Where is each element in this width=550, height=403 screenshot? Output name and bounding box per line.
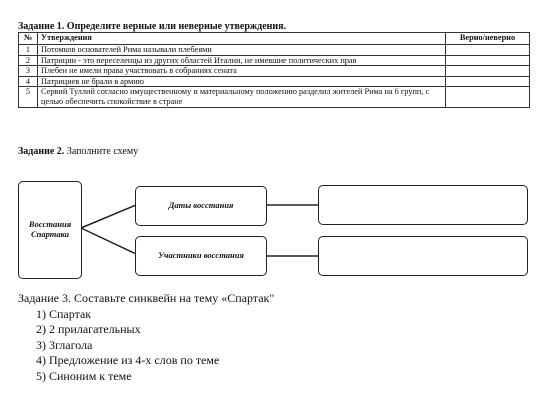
task3-section: Задание 3. Составьте синквейн на тему «С… bbox=[18, 291, 274, 384]
task2-title-bold: Задание 2. bbox=[18, 146, 65, 157]
list-item: 4) Предложение из 4-х слов по теме bbox=[36, 353, 220, 367]
task2-title-rest: Заполните схему bbox=[64, 146, 139, 157]
center-box: Восстания Спартака bbox=[18, 181, 82, 279]
statements-table: № Утверждения Верно/неверно 1 Потомков о… bbox=[18, 32, 530, 108]
list-item: 2) 2 прилагательных bbox=[36, 322, 141, 336]
table-row: 5 Сервий Туллий согласно имущественному … bbox=[18, 86, 530, 108]
dates-box-label: Даты восстания bbox=[168, 200, 234, 210]
list-item: 3) 3глагола bbox=[36, 337, 93, 352]
syncwine-list: 1) Спартак 2) 2 прилагательных 3) 3глаго… bbox=[18, 307, 274, 385]
participants-box-label: Участники восстания bbox=[158, 250, 244, 260]
dates-box: Даты восстания bbox=[135, 186, 267, 226]
center-box-label: Восстания Спартака bbox=[28, 219, 72, 239]
dates-answer-box[interactable] bbox=[318, 185, 528, 225]
task3-title: Задание 3. Составьте синквейн на тему «С… bbox=[18, 291, 275, 305]
task1-title: Задание 1. Определите верные или неверны… bbox=[18, 21, 287, 32]
connector-center-top bbox=[80, 204, 137, 229]
list-item: 1) Спартак bbox=[36, 306, 92, 321]
list-item: 5) Синоним к теме bbox=[36, 368, 132, 383]
task2-title: Задание 2. Заполните схему bbox=[18, 146, 138, 157]
participants-box: Участники восстания bbox=[135, 236, 267, 276]
row-answer-cell[interactable] bbox=[445, 86, 530, 108]
connector-center-bottom bbox=[80, 227, 137, 255]
row-statement: Сервий Туллий согласно имущественному и … bbox=[37, 86, 446, 108]
participants-answer-box[interactable] bbox=[318, 236, 528, 276]
header-answer: Верно/неверно bbox=[445, 32, 530, 45]
table-header-row: № Утверждения Верно/неверно bbox=[18, 32, 530, 45]
